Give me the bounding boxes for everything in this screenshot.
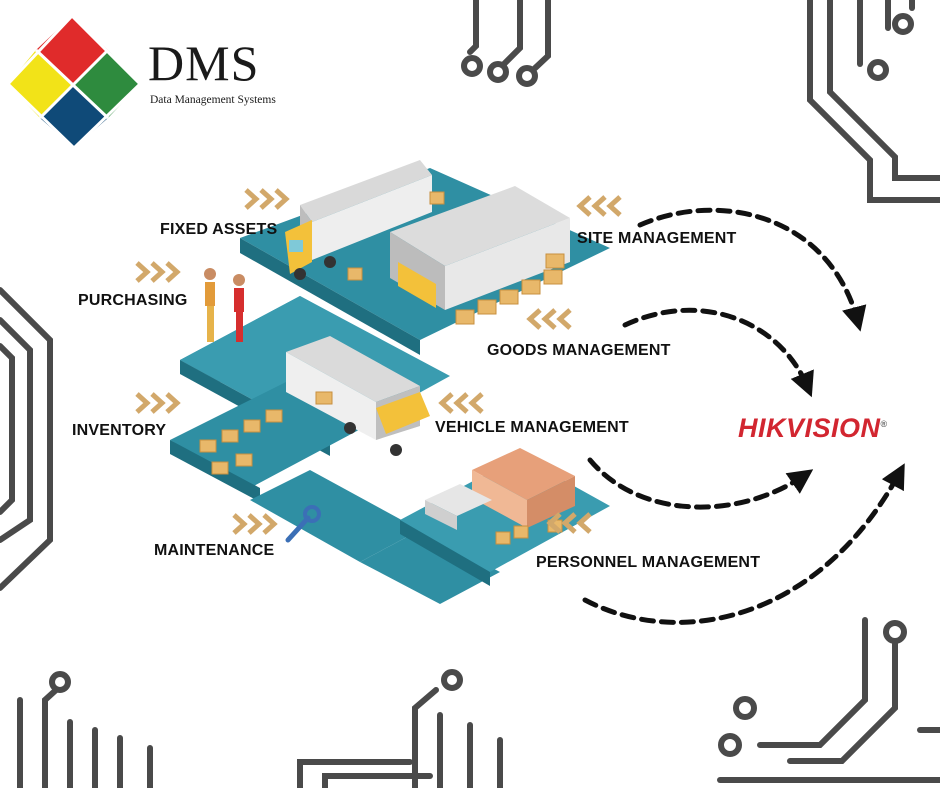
label-vehicle-management: VEHICLE MANAGEMENT [435, 419, 629, 436]
workers-icon [204, 268, 245, 342]
dms-logo-icon [5, 13, 143, 151]
curved-dashed-arrow-icon [582, 207, 905, 625]
chevron-arrows-left-icon [438, 195, 622, 534]
wrench-icon [285, 505, 321, 543]
label-purchasing: PURCHASING [78, 292, 188, 309]
label-fixed-assets: FIXED ASSETS [160, 221, 278, 238]
hikvision-logo: HIKVISION® [738, 413, 888, 444]
brand-subtitle: Data Management Systems [150, 94, 276, 106]
label-goods-management: GOODS MANAGEMENT [487, 342, 671, 359]
label-site-management: SITE MANAGEMENT [577, 230, 737, 247]
registered-mark: ® [880, 419, 888, 429]
brand-name: DMS [148, 35, 260, 91]
chevron-arrows-icon [135, 188, 290, 535]
partner-name-part1: HIK [738, 413, 786, 443]
boxes-decor [199, 191, 565, 545]
label-maintenance: MAINTENANCE [154, 542, 275, 559]
label-inventory: INVENTORY [72, 422, 167, 439]
partner-name-part2: VISION [786, 413, 881, 443]
label-personnel-management: PERSONNEL MANAGEMENT [536, 554, 761, 571]
warehouse-illustration [170, 160, 610, 604]
